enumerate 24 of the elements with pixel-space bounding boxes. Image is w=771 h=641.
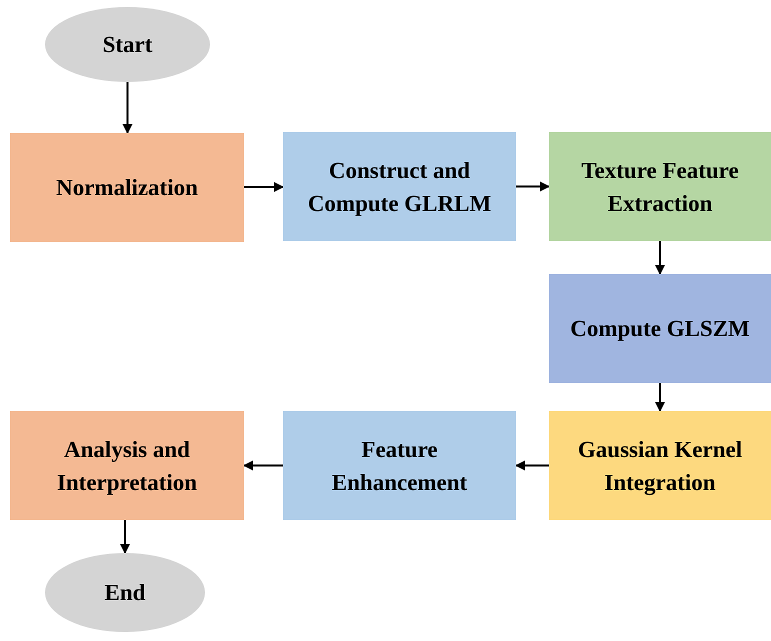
node-label: Compute GLSZM: [570, 315, 750, 343]
arrow: [122, 82, 132, 134]
process-box: [549, 132, 771, 241]
process-box: [10, 133, 244, 242]
node-label: End: [104, 579, 146, 607]
arrow: [244, 182, 284, 192]
node-label: Analysis and Interpretation: [56, 436, 198, 497]
arrow: [655, 383, 665, 412]
process-box: [283, 132, 516, 241]
arrow: [120, 520, 130, 554]
process-box: [549, 411, 771, 520]
process-box: [549, 274, 771, 383]
arrow: [243, 460, 283, 470]
arrow: [515, 460, 549, 470]
node-label: Normalization: [56, 174, 198, 202]
node-label: Feature Enhancement: [330, 436, 468, 496]
node-label: Start: [102, 31, 152, 59]
arrow: [655, 241, 665, 275]
process-box: [10, 411, 244, 520]
arrow: [516, 182, 550, 192]
node-label: Texture Feature Extraction: [580, 156, 740, 218]
node-label: Construct and Compute GLRLM: [306, 156, 492, 218]
process-box: [283, 411, 516, 520]
node-label: Gaussian Kernel Integration: [576, 436, 744, 498]
